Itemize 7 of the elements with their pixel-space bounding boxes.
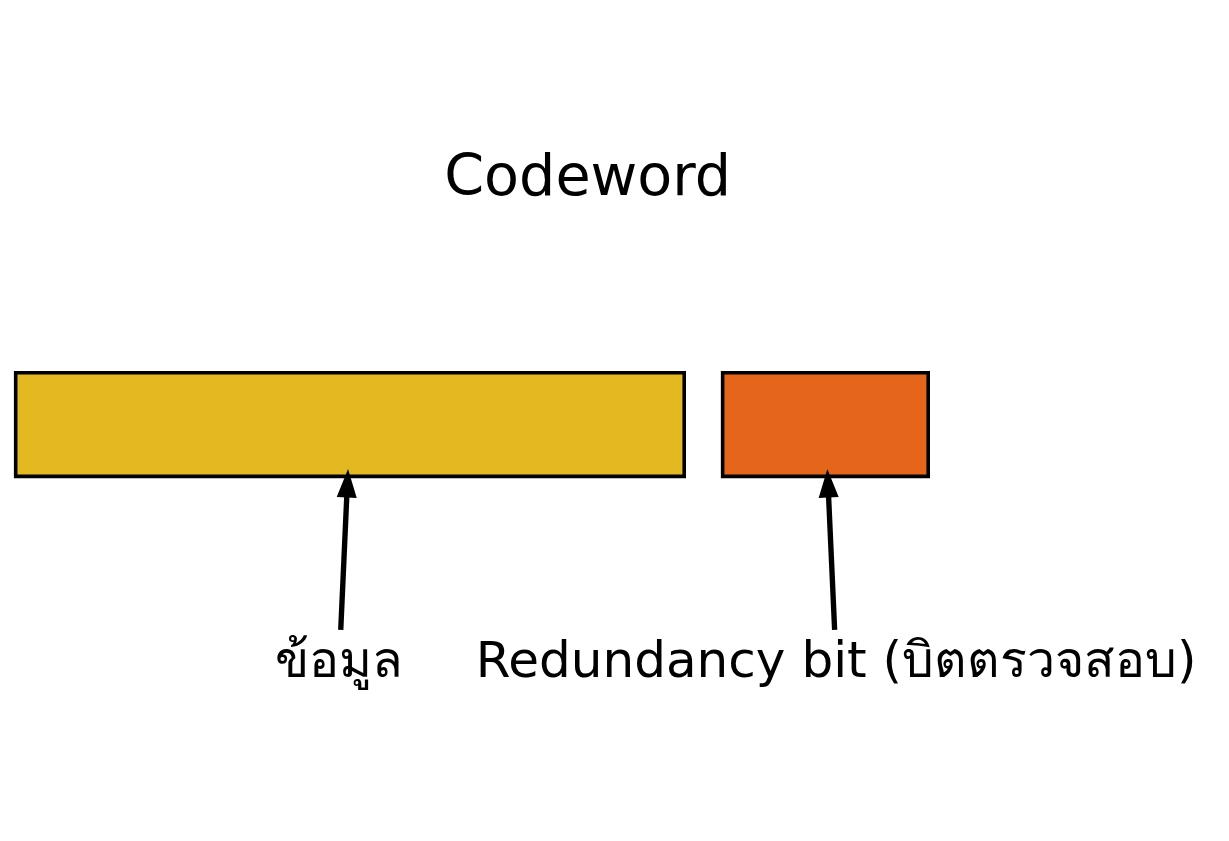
label: Codeword (444, 141, 732, 208)
arrow (818, 468, 839, 630)
node-text: Redundancy bit (บิตตรวจสอบ) (475, 630, 1197, 689)
node-bar (13, 370, 686, 478)
arrow (336, 468, 357, 630)
node-text: ข้อมูล (275, 630, 404, 689)
node-bar (720, 370, 930, 478)
